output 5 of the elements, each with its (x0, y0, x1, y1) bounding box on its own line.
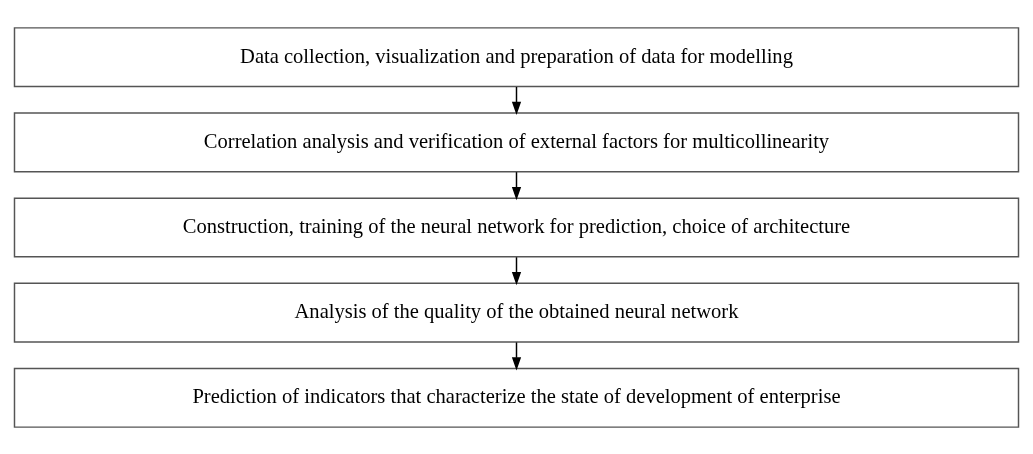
node-box: Data collection, visualization and preparation of data for modelling (13, 26, 1020, 87)
node-box: Construction, training of the neural network for prediction, choice of architecture (13, 196, 1020, 258)
node-box: Prediction of indicators that characterize the state of development of enterprise (13, 367, 1020, 428)
node-box: Analysis of the quality of the obtained neural network (13, 282, 1020, 343)
node-box: Correlation analysis and verification of external factors for multicollinearity (13, 111, 1020, 172)
